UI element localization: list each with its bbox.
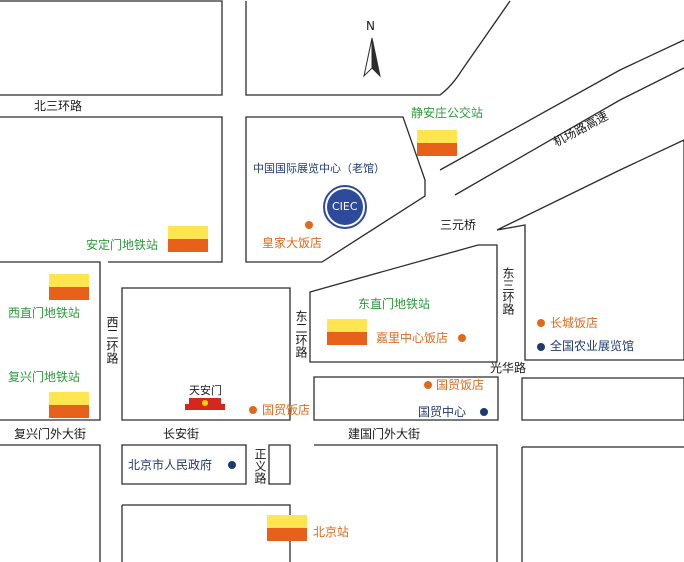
- block-tiananmen: [121, 287, 291, 421]
- road-north-third-ring: 北三环路: [34, 99, 83, 113]
- block-top-left: [0, 0, 223, 96]
- station-fuxingmen-label: 复兴门地铁站: [8, 370, 81, 384]
- north-arrow-right: [371, 37, 381, 78]
- hotel-jiali-label: 嘉里中心饭店: [376, 331, 449, 345]
- station-icon-yellow: [49, 392, 89, 405]
- station-andingmen-icon: [168, 226, 208, 252]
- station-icon-yellow: [417, 130, 457, 143]
- block-guomao: [313, 376, 499, 421]
- road-west-second-ring: 西二环路: [105, 316, 119, 364]
- station-beijing-icon: [267, 515, 307, 541]
- tiananmen-icon: [185, 398, 225, 410]
- hotel-huangjia-marker: [305, 221, 313, 229]
- tiananmen-icon-emblem: [202, 400, 208, 406]
- block-airport-upper: [439, 39, 684, 171]
- block-bottom-left: [0, 444, 101, 562]
- hotel-changcheng-label: 长城饭店: [550, 316, 599, 330]
- agri-hall-marker: [537, 343, 545, 351]
- block-right-lower: [521, 377, 684, 421]
- station-jinganzhuang-icon: [417, 130, 457, 156]
- tiananmen-label: 天安门: [189, 384, 222, 397]
- station-dongzhimen-label: 东直门地铁站: [358, 297, 431, 311]
- station-icon-yellow: [168, 226, 208, 239]
- ciec-badge: [323, 185, 367, 229]
- hotel-changcheng-marker: [537, 319, 545, 327]
- station-xizhimen-icon: [49, 274, 89, 300]
- station-icon-orange: [327, 332, 367, 345]
- road-guanghua: 光华路: [490, 361, 527, 375]
- station-dongzhimen-icon: [327, 319, 367, 345]
- road-jianguomenwai: 建国门外大街: [348, 427, 421, 441]
- tiananmen-icon-base: [185, 404, 225, 410]
- block-bottom-mid: [314, 444, 498, 562]
- block-upper-left: [0, 116, 223, 263]
- ciec-badge-label: CIEC: [332, 200, 358, 213]
- block-top-middle: [245, 0, 511, 96]
- station-icon-orange: [49, 405, 89, 418]
- station-icon-orange: [49, 287, 89, 300]
- bottom-left-lower: [122, 504, 291, 562]
- hotel-guomao-left-label: 国贸饭店: [262, 403, 311, 417]
- compass-north-letter: N: [366, 19, 375, 33]
- road-changan: 长安街: [163, 427, 200, 441]
- block-airport-right: [454, 67, 684, 196]
- station-xizhimen-label: 西直门地铁站: [8, 306, 81, 320]
- world-trade-center-label: 国贸中心: [418, 405, 467, 419]
- station-jinganzhuang-label: 静安庄公交站: [411, 106, 484, 120]
- ciec-title: 中国国际展览中心（老馆）: [253, 162, 385, 175]
- block-left-mid: [0, 261, 101, 421]
- station-icon-orange: [168, 239, 208, 252]
- hotel-jiali-marker: [458, 334, 466, 342]
- station-icon-yellow: [267, 515, 307, 528]
- station-icon-orange: [417, 143, 457, 156]
- block-gov: [121, 444, 247, 485]
- north-arrow: [363, 37, 381, 78]
- north-arrow-left: [363, 37, 373, 78]
- road-fuxingmenwai: 复兴门外大街: [14, 427, 87, 441]
- station-beijing-label: 北京站: [313, 525, 350, 539]
- ciec-badge-inner: [327, 189, 363, 225]
- station-fuxingmen-icon: [49, 392, 89, 418]
- block-dongzhimen: [309, 244, 498, 363]
- agri-hall-label: 全国农业展览馆: [550, 339, 635, 353]
- world-trade-center-marker: [480, 408, 488, 416]
- beijing-gov-marker: [228, 461, 236, 469]
- station-andingmen-label: 安定门地铁站: [86, 238, 159, 252]
- hotel-guomao-upper-marker: [424, 381, 432, 389]
- beijing-gov-label: 北京市人民政府: [128, 458, 213, 472]
- hotel-huangjia-label: 皇家大饭店: [262, 236, 323, 250]
- block-zhengyi-small: [268, 444, 291, 485]
- station-icon-orange: [267, 528, 307, 541]
- road-east-third-ring: 东三环路: [501, 267, 515, 315]
- road-sanyuan-bridge: 三元桥: [440, 218, 477, 232]
- hotel-guomao-left-marker: [249, 406, 257, 414]
- road-east-second-ring: 东二环路: [294, 310, 308, 358]
- road-zhengyi: 正义路: [253, 448, 267, 484]
- station-icon-yellow: [327, 319, 367, 332]
- block-right-upper: [496, 139, 684, 361]
- block-ciec: [245, 116, 426, 263]
- hotel-guomao-upper-label: 国贸饭店: [436, 378, 485, 392]
- station-icon-yellow: [49, 274, 89, 287]
